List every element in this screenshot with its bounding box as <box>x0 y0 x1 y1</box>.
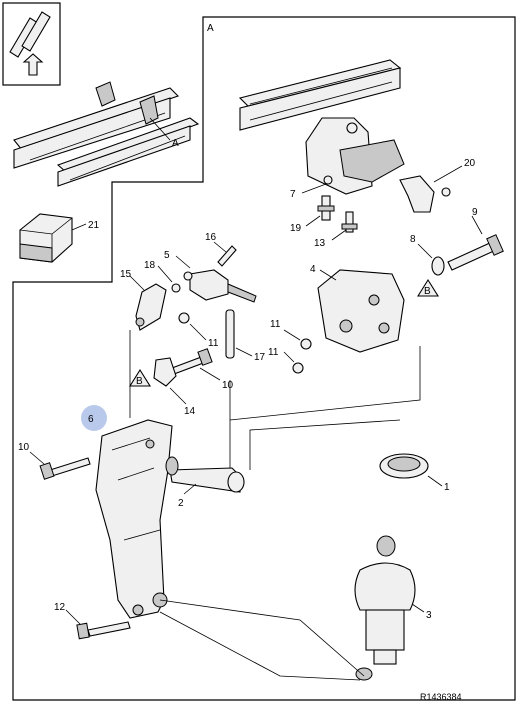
bolt-13 <box>341 211 358 233</box>
callout-17: 17 <box>254 352 266 363</box>
sensor-bracket-15 <box>135 283 167 331</box>
nut-11-c <box>178 312 190 324</box>
callout-19: 19 <box>290 223 302 234</box>
callout-21: 21 <box>88 220 100 231</box>
bolt-16 <box>217 245 237 267</box>
callout-8: 8 <box>410 234 416 245</box>
callout-9: 9 <box>472 207 478 218</box>
callout-18: 18 <box>144 260 156 271</box>
callout-2: 2 <box>178 498 184 509</box>
upper-bracket <box>305 117 405 195</box>
kit-box-icon <box>19 213 73 263</box>
callout-1: 1 <box>444 482 450 493</box>
callout-10a: 10 <box>18 442 30 453</box>
callout-15: 15 <box>120 269 132 280</box>
callout-20: 20 <box>464 158 476 169</box>
air-spring-3 <box>354 535 416 681</box>
callout-14: 14 <box>184 406 196 417</box>
callout-3: 3 <box>426 610 432 621</box>
height-sensor <box>183 269 257 303</box>
callout-10b: 10 <box>222 380 234 391</box>
callout-6: 6 <box>88 414 94 425</box>
detail-marker-b-right <box>417 278 439 297</box>
bolt-10-left <box>39 457 91 480</box>
figure-reference: R1436384 <box>420 692 462 702</box>
bolt-19 <box>317 195 335 221</box>
locator-inset-frame <box>2 2 61 86</box>
callout-5: 5 <box>164 250 170 261</box>
mount-ring-1 <box>379 453 429 479</box>
highlight-6-marker <box>81 405 107 431</box>
callout-13: 13 <box>314 238 326 249</box>
direction-arrows-icon <box>9 11 51 76</box>
main-frame <box>12 16 516 701</box>
view-label: A <box>207 23 214 34</box>
detail-marker-b-left <box>129 368 151 387</box>
clip-14 <box>153 357 177 387</box>
nut-11-a <box>300 338 312 350</box>
bolt-9 <box>447 234 504 271</box>
callout-11a: 11 <box>270 319 281 330</box>
washer-8 <box>431 256 445 276</box>
frame-rail <box>238 59 402 131</box>
bolt-10-mid <box>171 348 213 375</box>
callout-4: 4 <box>310 264 316 275</box>
nut-18 <box>171 283 181 293</box>
valve-body <box>317 269 405 353</box>
callout-12: 12 <box>54 602 66 613</box>
callout-11c: 11 <box>208 338 219 349</box>
callout-A: A <box>172 138 179 149</box>
bolt-12 <box>76 621 131 640</box>
main-bracket-6 <box>95 419 173 619</box>
callout-11b: 11 <box>268 347 279 358</box>
detail-marker-b-right-label: B <box>424 286 431 297</box>
callout-7: 7 <box>290 189 296 200</box>
detail-marker-b-left-label: B <box>136 376 143 387</box>
shock-absorber-2 <box>165 456 245 493</box>
bracket-20 <box>399 175 451 213</box>
chassis-frame-overview <box>13 81 200 187</box>
link-rod-17 <box>225 309 235 359</box>
nut-11-b <box>292 362 304 374</box>
callout-16: 16 <box>205 232 217 243</box>
